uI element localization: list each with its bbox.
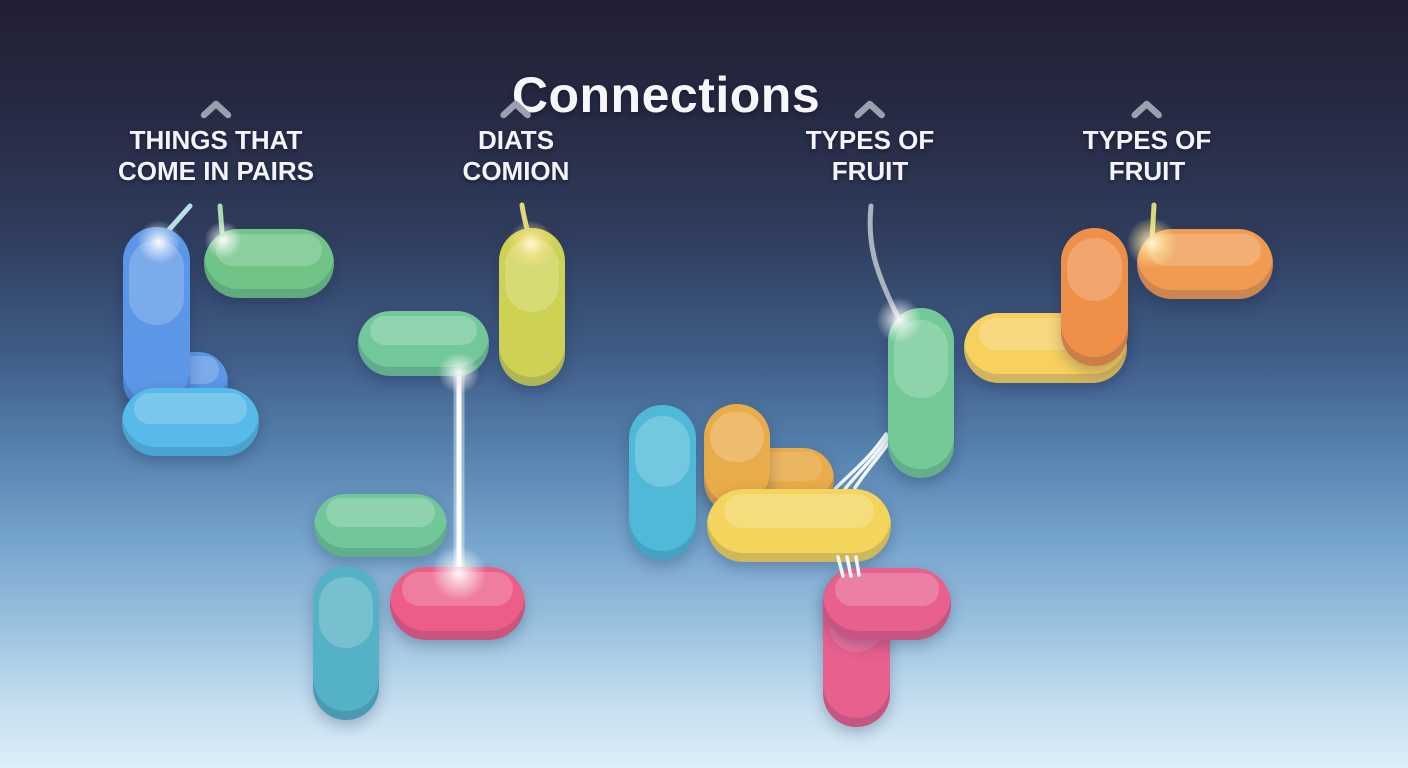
category-label-line1: TYPES OF: [805, 125, 935, 155]
chevron-up-icon: [1131, 100, 1163, 119]
piece-pairs-green-horizontal[interactable]: [204, 229, 334, 298]
category-label-line1: DIATS: [477, 125, 555, 155]
piece-diats-pink-horizontal[interactable]: [390, 567, 525, 640]
category-label-line2: COMION: [462, 156, 570, 186]
piece-fruit-green-vertical[interactable]: [888, 308, 954, 478]
category-label-line2: FRUIT: [1108, 156, 1186, 186]
page-title: Connections: [511, 66, 821, 123]
category-header-fruit-1: TYPES OF FRUIT: [805, 100, 935, 187]
chevron-up-icon: [200, 100, 232, 119]
category-label-line2: FRUIT: [831, 156, 909, 186]
category-label-line1: TYPES OF: [1082, 125, 1212, 155]
piece-pairs-blue-vertical[interactable]: [123, 227, 190, 412]
category-header-fruit-2: TYPES OF FRUIT: [1082, 100, 1212, 187]
category-label-line1: THINGS THAT: [129, 125, 303, 155]
piece-fruit-pink-elbow-horizontal[interactable]: [823, 568, 951, 640]
piece-fruit-teal-vertical[interactable]: [629, 405, 696, 560]
piece-fruit2-orange-horizontal[interactable]: [1137, 229, 1273, 299]
piece-fruit-yellow-horizontal[interactable]: [707, 489, 891, 562]
piece-diats-chartreuse-vertical[interactable]: [499, 228, 565, 386]
chevron-up-icon: [854, 100, 886, 119]
category-header-diats: DIATS COMION: [462, 100, 570, 187]
piece-diats-teal-vertical[interactable]: [313, 566, 379, 720]
piece-pairs-blue-horizontal[interactable]: [122, 388, 259, 456]
piece-diats-green-lower[interactable]: [314, 494, 447, 557]
piece-fruit2-orange-elbow-vertical[interactable]: [1061, 228, 1128, 366]
chevron-up-icon: [500, 100, 532, 119]
piece-diats-green-upper[interactable]: [358, 311, 489, 376]
category-label-line2: COME IN PAIRS: [118, 156, 314, 186]
category-header-pairs: THINGS THAT COME IN PAIRS: [118, 100, 314, 187]
